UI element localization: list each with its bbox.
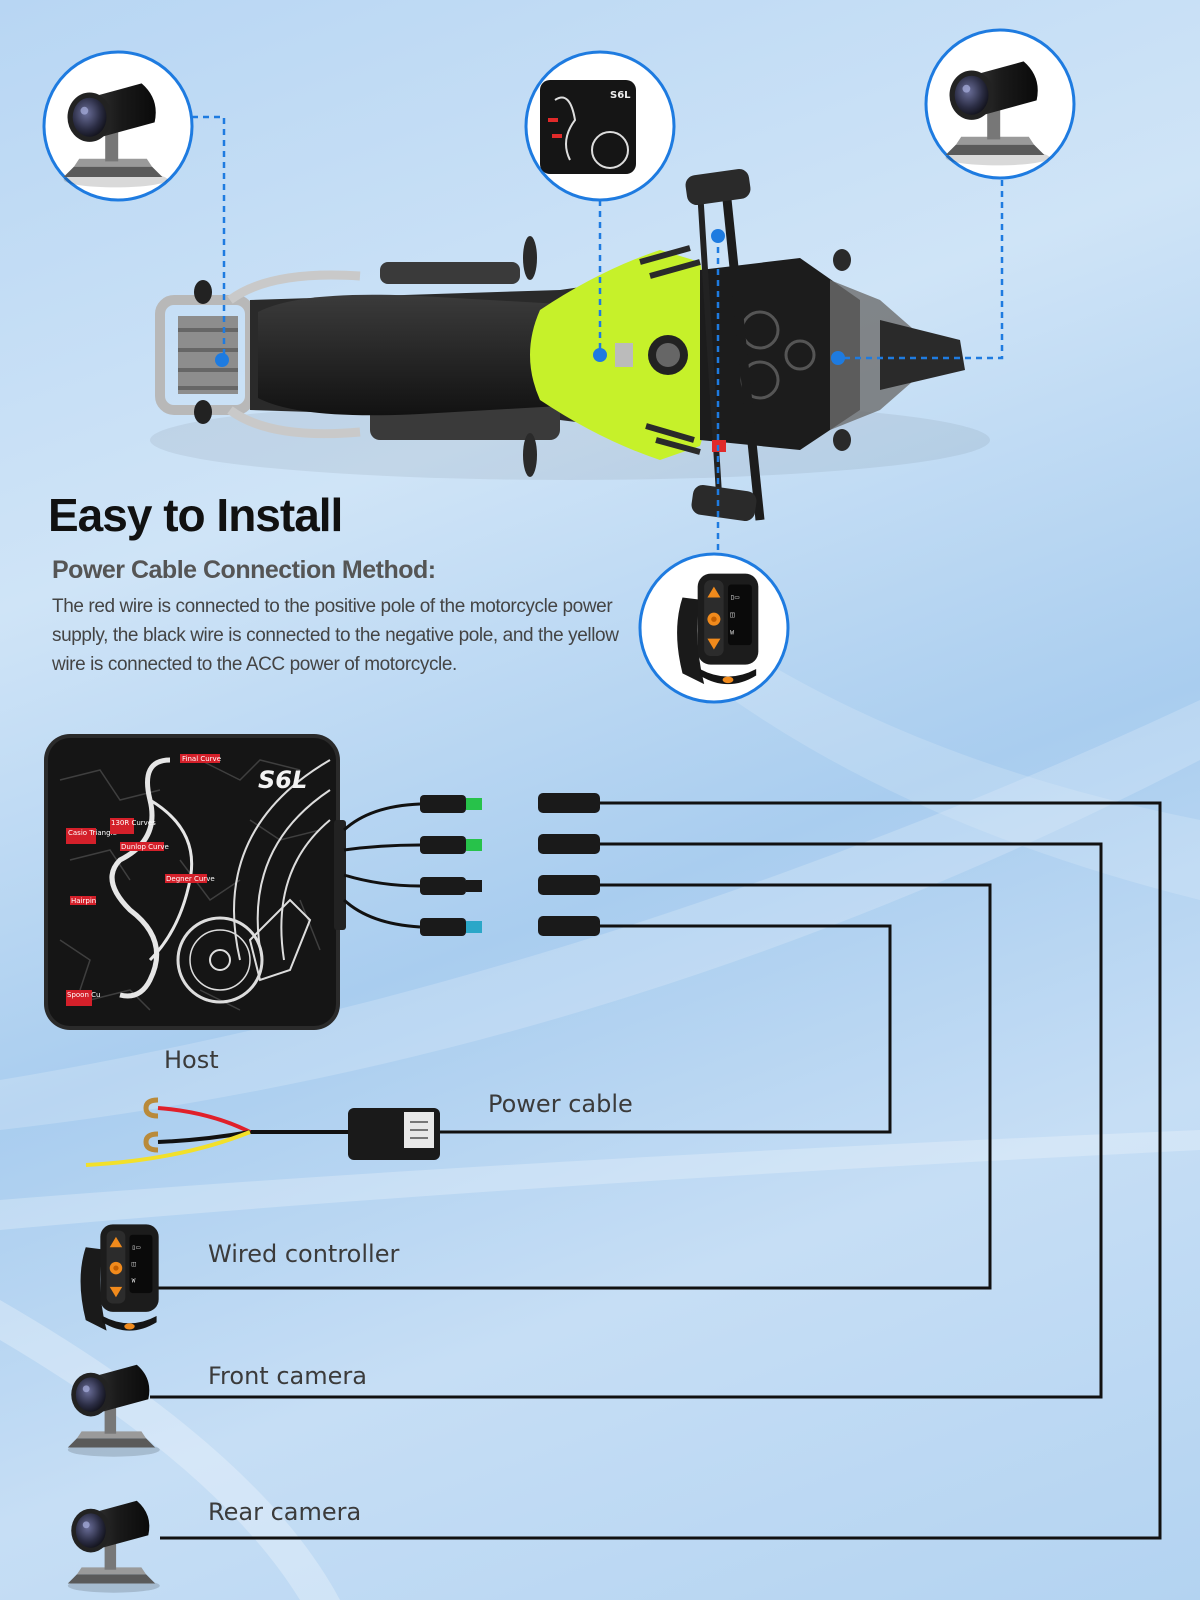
controller-callout — [638, 552, 790, 704]
track-label-casio: Casio Triangle — [68, 829, 117, 837]
host-callout: S6L — [524, 50, 676, 202]
power-adapter-icon — [85, 1097, 440, 1167]
rear-camera-icon — [67, 1500, 160, 1593]
connection-description: The red wire is connected to the positiv… — [52, 596, 619, 675]
motorcycle-icon — [150, 168, 990, 522]
host-cables — [342, 802, 421, 929]
track-label-spoon: Spoon Cu — [67, 991, 100, 999]
front-camera-label: Front camera — [208, 1362, 367, 1390]
host-callout-brand: S6L — [610, 90, 631, 101]
power-cable-label: Power cable — [488, 1090, 633, 1118]
host-brand: S6L — [258, 766, 307, 794]
female-connectors — [538, 793, 600, 936]
callout-connectors — [192, 115, 1004, 555]
wired-controller-label: Wired controller — [208, 1240, 400, 1268]
rear-camera-callout — [42, 50, 194, 202]
mount-point-dots — [215, 229, 845, 367]
track-label-hairpin: Hairpin — [71, 897, 96, 905]
controller-icon — [80, 1224, 159, 1331]
track-label-130r: 130R Curves — [111, 819, 156, 827]
host-plugs — [420, 795, 482, 936]
host-box-icon: S6L Final Curve Casio Triangle 130R Curv… — [44, 734, 346, 1030]
front-camera-callout — [924, 28, 1076, 180]
track-label-dunlop: Dunlop Curve — [121, 843, 169, 851]
rear-camera-label: Rear camera — [208, 1498, 362, 1526]
track-label-degner: Degner Curve — [166, 875, 215, 883]
track-label-final-curve: Final Curve — [182, 755, 221, 763]
section-subtitle: Power Cable Connection Method: — [52, 556, 436, 584]
page-title: Easy to Install — [48, 489, 343, 541]
routing-wires — [150, 801, 1162, 1540]
host-label: Host — [164, 1046, 219, 1074]
